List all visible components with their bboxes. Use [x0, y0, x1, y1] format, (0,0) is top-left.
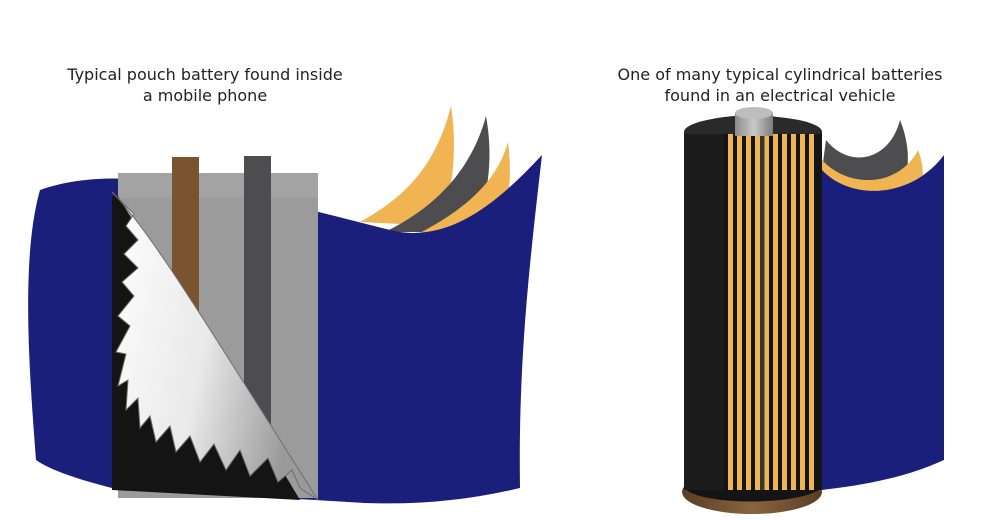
cylindrical-battery: [682, 107, 944, 514]
pouch-casing-top: [118, 173, 318, 201]
cylinder-electrode-roll: [724, 134, 822, 490]
cylinder-separator-wrap: [822, 155, 944, 490]
pouch-battery: [28, 106, 542, 503]
cylinder-can-shade: [684, 134, 724, 490]
cylinder-cap-top: [735, 107, 773, 119]
